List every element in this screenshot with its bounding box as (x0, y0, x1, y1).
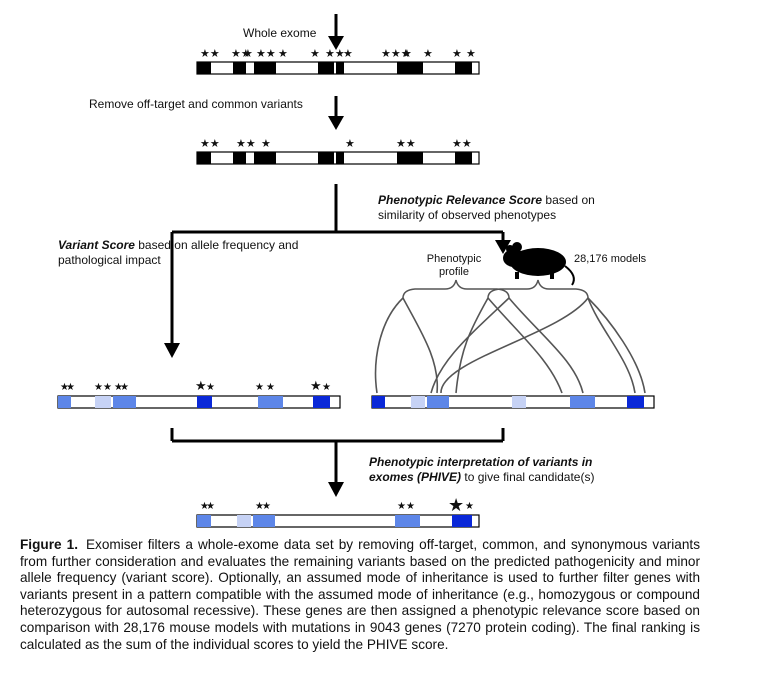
phenotype-matching-curves (374, 297, 646, 394)
svg-text:★: ★ (255, 501, 264, 512)
star-icon: ★ ★ ★★ ★ ★ ★ ★ ★ ★ ★ ★ (60, 378, 331, 393)
svg-text:★: ★ (310, 48, 320, 60)
down-arrow-icon (164, 343, 180, 358)
mouse-icon (503, 242, 575, 286)
star-icon: ★★ ★★ ★ ★ ★★ ★★ (200, 138, 472, 150)
down-arrow-icon (328, 482, 344, 497)
svg-text:★★: ★★ (452, 138, 472, 150)
phenotypic-profile-label: Phenotypic (427, 253, 482, 265)
svg-text:★★: ★★ (231, 48, 251, 60)
variant-score-subtitle: pathological impact (58, 253, 161, 267)
exome-bar-variant-score (57, 395, 341, 409)
svg-text:★: ★ (200, 501, 209, 512)
svg-text:★: ★ (278, 48, 288, 60)
svg-text:★: ★ (243, 48, 253, 60)
svg-text:★★: ★★ (325, 48, 345, 60)
exome-bar-phenotype-score (371, 395, 655, 409)
svg-text:★★: ★★ (236, 138, 256, 150)
svg-text:★: ★ (120, 382, 129, 393)
phenotypic-relevance-subtitle: similarity of observed phenotypes (378, 208, 556, 222)
svg-text:★: ★ (261, 138, 271, 150)
svg-text:★: ★ (343, 48, 353, 60)
down-arrow-icon (328, 96, 344, 130)
svg-text:★: ★ (310, 378, 322, 393)
phive-subtitle: exomes (PHIVE) to give final candidate(s… (369, 470, 594, 484)
whole-exome-label: Whole exome (243, 26, 317, 40)
filter-label: Remove off-target and common variants (89, 97, 303, 111)
svg-text:★: ★ (466, 48, 476, 60)
svg-text:★: ★ (66, 382, 75, 393)
svg-text:★: ★ (465, 501, 474, 512)
svg-text:★★★: ★★★ (381, 48, 411, 60)
svg-text:★: ★ (402, 48, 412, 60)
svg-text:★: ★ (423, 48, 433, 60)
svg-text:★: ★ (206, 501, 215, 512)
svg-text:★: ★ (266, 382, 275, 393)
svg-text:★: ★ (60, 382, 69, 393)
svg-text:★★: ★★ (94, 382, 112, 393)
svg-text:★: ★ (452, 48, 462, 60)
figure-caption: Figure 1.Exomiser filters a whole-exome … (20, 537, 700, 653)
svg-text:★: ★ (114, 382, 123, 393)
svg-text:★★: ★★ (200, 138, 220, 150)
figure-label: Figure 1. (20, 537, 78, 552)
phive-title: Phenotypic interpretation of variants in (369, 455, 592, 469)
merge-connectors (170, 428, 505, 484)
down-arrow-icon (328, 14, 344, 50)
down-arrow-icon (495, 240, 511, 254)
star-icon: ★★ ★★ ★ ★★ ★ ★ ★★ ★ ★★★ ★ ★ ★ ★ (200, 48, 476, 60)
svg-text:★★: ★★ (397, 501, 415, 512)
star-icon: ★ ★ ★ ★ ★★ ★ ★ (200, 495, 474, 515)
exome-bar-final (196, 514, 480, 528)
phenotypic-profile-label-2: profile (439, 266, 469, 278)
svg-text:★: ★ (206, 382, 215, 393)
svg-text:★: ★ (195, 378, 207, 393)
variant-score-title: Variant Score based on allele frequency … (58, 238, 298, 252)
phenotype-brace-left (402, 279, 510, 299)
svg-text:★★: ★★ (256, 48, 276, 60)
svg-text:★: ★ (322, 382, 331, 393)
svg-text:★: ★ (262, 501, 271, 512)
svg-text:★: ★ (255, 382, 264, 393)
models-label: 28,176 models (574, 253, 647, 265)
svg-text:★: ★ (448, 495, 464, 515)
phenotypic-relevance-title: Phenotypic Relevance Score based on (378, 193, 595, 207)
phenotype-brace-right (487, 279, 589, 299)
svg-text:★★: ★★ (200, 48, 220, 60)
svg-text:★: ★ (345, 138, 355, 150)
caption-text: Exomiser filters a whole-exome data set … (20, 537, 701, 652)
exome-bar-filtered (196, 151, 480, 165)
svg-text:★★: ★★ (396, 138, 416, 150)
exome-bar-whole (196, 61, 480, 75)
